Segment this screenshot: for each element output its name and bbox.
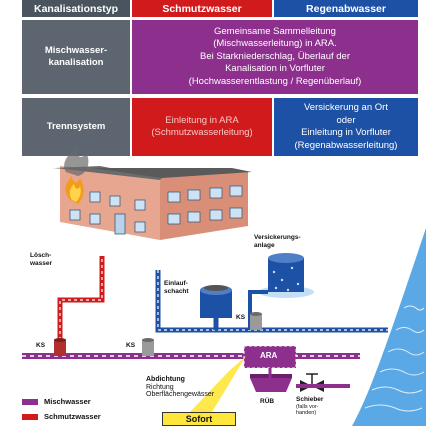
trennsystem-schmutzwasser: Einleitung in ARA (Schmutzwasserleitung): [132, 98, 272, 156]
trennsystem-regenabwasser: Versickerung an Ort oder Einleitung in V…: [274, 98, 418, 156]
ks-manhole-mid: [142, 338, 154, 356]
label-loeschwasser: Lösch- wasser: [30, 252, 52, 267]
label-line: schacht: [164, 287, 189, 295]
label-abdichtung: Abdichtung Richtung Oberflächengewässer: [146, 376, 214, 399]
legend-item-schmutzwasser: Schmutzwasser: [22, 412, 101, 421]
row-label-line: kanalisation: [48, 57, 104, 68]
legend-label: Schmutzwasser: [44, 412, 101, 421]
row-label-line: Mischwasser-: [44, 45, 108, 56]
header-regenabwasser: Regenabwasser: [274, 0, 418, 17]
legend-swatch: [22, 398, 38, 405]
label-line: Oberflächengewässer: [146, 391, 215, 398]
description-line: (Mischwasserleitung) in ARA.: [213, 38, 337, 50]
description-line: (Hochwasserentlastung / Regenüberlauf): [188, 75, 362, 87]
label-line: Lösch-: [30, 252, 52, 259]
river-waves: [364, 305, 425, 412]
description-line: (Regenabwasserleitung): [294, 139, 398, 151]
description-line: Gemeinsame Sammelleitung: [214, 25, 336, 37]
schieber-valve-icon: [300, 373, 324, 392]
versickerungsanlage: [258, 253, 314, 298]
description-line: (Schmutzwasserleitung): [151, 127, 253, 138]
description-line: oder: [336, 114, 356, 126]
row-label-trennsystem: Trennsystem: [22, 98, 130, 156]
header-schmutzwasser: Schmutzwasser: [132, 0, 272, 17]
label-line: Schieber: [296, 396, 324, 403]
label-ks-left: KS: [36, 342, 46, 349]
label-line: Abdichtung: [146, 376, 185, 383]
label-ks-right: KS: [236, 314, 246, 321]
label-line: handen): [296, 410, 317, 416]
label-einlaufschacht: Einlauf- schacht: [164, 280, 189, 295]
mischwasser-description: Gemeinsame Sammelleitung (Mischwasserlei…: [132, 20, 418, 94]
label-line: Einlauf-: [164, 280, 188, 287]
description-line: Einleitung in ARA: [165, 114, 239, 126]
label-line: wasser: [30, 259, 53, 267]
legend-swatch: [22, 413, 38, 420]
label-line: (falls vor-: [296, 403, 319, 410]
einlaufschacht: [200, 285, 232, 318]
row-label-mischwasserkanalisation: Mischwasser- kanalisation: [22, 20, 130, 94]
label-rueb: RÜB: [260, 398, 275, 405]
description-line: Versickerung an Ort: [304, 102, 388, 113]
description-line: Kanalisation in Vorfluter: [225, 63, 325, 75]
ks-manhole-left: [54, 338, 66, 356]
label-line: Versickerungs-: [254, 234, 301, 241]
legend-item-mischwasser: Mischwasser: [22, 397, 91, 406]
abdichtung-callout: [190, 356, 246, 412]
label-ks-mid: KS: [126, 342, 136, 349]
sofort-callout: Sofort: [162, 412, 236, 426]
label-line: anlage: [254, 241, 275, 249]
label-schieber: Schieber (falls vor- handen): [296, 396, 323, 417]
river-vorfluter: [352, 228, 426, 426]
description-line: Einleitung in Vorfluter: [301, 127, 391, 138]
label-versickerungsanlage: Versickerungs- anlage: [254, 234, 301, 249]
description-line: Bei Starkniederschlag, Überlauf der: [200, 50, 350, 62]
header-kanalisationstyp: Kanalisationstyp: [22, 0, 130, 17]
house: [52, 148, 252, 240]
ks-manhole-right: [250, 312, 262, 330]
label-line: Richtung: [146, 383, 174, 391]
label-ara: ARA: [260, 351, 278, 360]
legend-label: Mischwasser: [44, 397, 91, 406]
